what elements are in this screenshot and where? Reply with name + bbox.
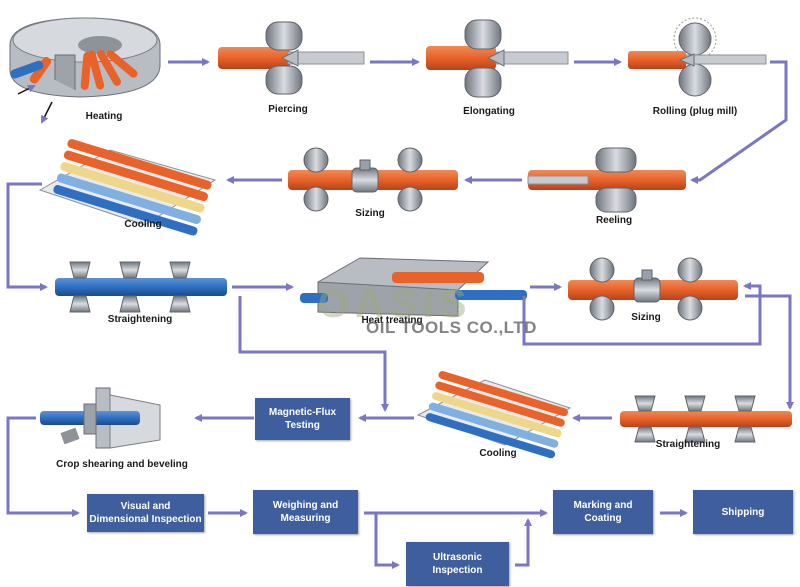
piercing-illustration bbox=[218, 21, 365, 95]
heat-treating-illustration bbox=[300, 257, 527, 317]
arrow-ultrasonic-marking bbox=[515, 518, 532, 567]
box-line: Dimensional Inspection bbox=[89, 514, 202, 525]
arrow-straightening-bypass bbox=[238, 296, 389, 412]
arrow-crop-visual bbox=[6, 416, 80, 517]
box-shipping: Shipping bbox=[693, 490, 793, 534]
sizing-illustration-2 bbox=[568, 257, 738, 321]
box-line: Magnetic-Flux bbox=[268, 407, 337, 418]
watermark-company: OIL TOOLS CO.,LTD bbox=[366, 318, 537, 337]
box-line: Marking and bbox=[573, 500, 633, 511]
box-line: Shipping bbox=[721, 506, 765, 518]
box-line: Testing bbox=[285, 420, 320, 431]
step-label-sizing-2: Sizing bbox=[631, 312, 661, 323]
step-label-reeling: Reeling bbox=[595, 215, 633, 226]
box-line: Weighing and bbox=[272, 500, 339, 511]
rolling-illustration bbox=[628, 17, 767, 97]
box-line: Visual and bbox=[120, 501, 171, 512]
step-label-heat-treating: Heat treating bbox=[361, 315, 423, 326]
step-label-straightening-2: Straightening bbox=[655, 439, 721, 450]
step-label-cooling-2: Cooling bbox=[479, 448, 517, 459]
crop-shearing-illustration bbox=[40, 387, 161, 449]
straightening-illustration-1 bbox=[55, 261, 227, 313]
cooling-illustration-1 bbox=[38, 139, 217, 236]
elongating-illustration bbox=[426, 19, 569, 98]
arrow-rolling-reeling bbox=[690, 60, 788, 184]
step-label-rolling: Rolling (plug mill) bbox=[652, 106, 738, 117]
box-line: Measuring bbox=[280, 513, 331, 524]
step-label-sizing-1: Sizing bbox=[355, 208, 385, 219]
watermark-logo: OASIS bbox=[318, 282, 473, 326]
sizing-illustration-1 bbox=[288, 147, 458, 212]
step-label-crop-shearing: Crop shearing and beveling bbox=[56, 459, 188, 470]
arrow-weighing-ultrasonic bbox=[374, 513, 400, 569]
reeling-illustration bbox=[527, 147, 686, 213]
cooling-illustration-2 bbox=[416, 371, 572, 459]
box-line: Coating bbox=[584, 513, 622, 524]
straightening-illustration-2 bbox=[620, 395, 792, 443]
flow-arrows bbox=[6, 58, 794, 569]
box-line: Inspection bbox=[432, 565, 483, 576]
arrow-cooling-straightening bbox=[6, 182, 48, 291]
box-line: Ultrasonic bbox=[433, 552, 482, 563]
arrow-sizing2-straightening2 bbox=[745, 294, 794, 410]
step-label-elongating: Elongating bbox=[463, 106, 515, 117]
step-label-cooling-1: Cooling bbox=[124, 219, 162, 230]
step-label-heating: Heating bbox=[85, 111, 123, 122]
arrow-heattreat-sizing-loop bbox=[522, 282, 762, 346]
heating-furnace-illustration bbox=[9, 17, 161, 124]
step-label-straightening-1: Straightening bbox=[107, 314, 173, 325]
step-label-piercing: Piercing bbox=[268, 104, 308, 115]
